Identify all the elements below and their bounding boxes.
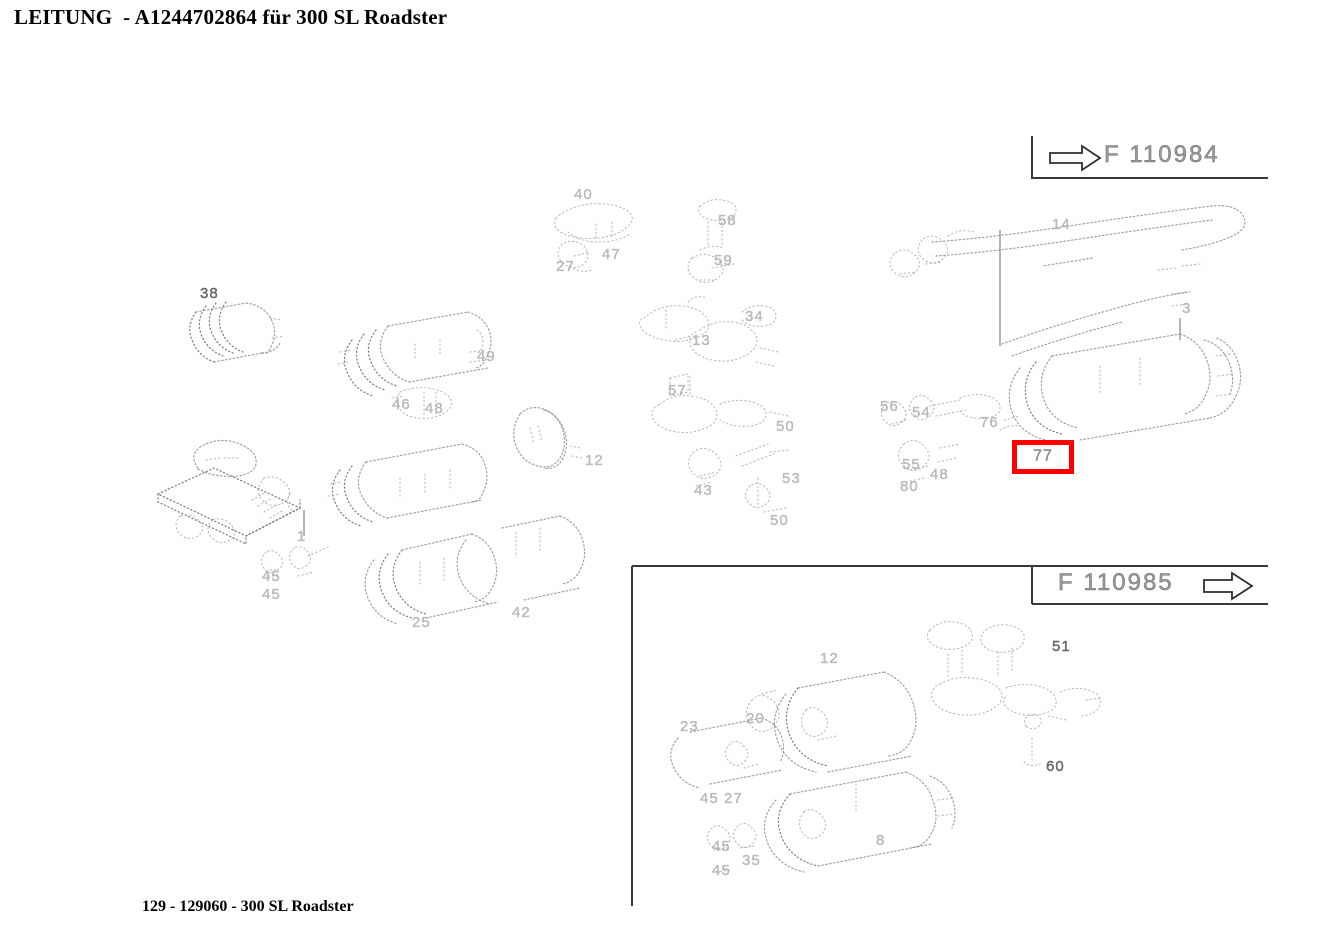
part-label[interactable]: 53 — [782, 470, 801, 487]
part-assembly-center-upper — [554, 203, 633, 272]
page-footer: 129 - 129060 - 300 SL Roadster — [142, 898, 354, 915]
part-assembly-lower-canister-upper — [670, 671, 917, 789]
callout-lower-text: F 110985 — [1058, 569, 1174, 597]
highlighted-part-77[interactable]: 77 — [1012, 440, 1074, 474]
part-label[interactable]: 14 — [1052, 216, 1071, 233]
part-label[interactable]: 42 — [512, 604, 531, 621]
part-label[interactable]: 60 — [1046, 758, 1065, 775]
part-label[interactable]: 47 — [602, 246, 621, 263]
part-assembly-left-flange — [156, 439, 305, 545]
part-assembly-left-bolts — [260, 545, 331, 577]
part-label[interactable]: 13 — [692, 332, 711, 349]
part-label[interactable]: 51 — [1052, 638, 1071, 655]
part-assembly-left-bottom-drum — [364, 515, 586, 625]
part-label[interactable]: 56 — [880, 398, 899, 415]
callout-frame-upper — [1031, 136, 1268, 179]
part-label[interactable]: 40 — [574, 186, 593, 203]
part-assembly-left-clamp — [391, 386, 452, 419]
arrow-right-icon-upper — [1049, 144, 1102, 172]
part-label[interactable]: 57 — [668, 382, 687, 399]
part-assembly-left-ring — [513, 407, 583, 469]
part-label[interactable]: 12 — [820, 650, 839, 667]
callout-upper-text: F 110984 — [1104, 141, 1220, 169]
part-assembly-center-small-hardware — [687, 443, 791, 513]
page-title: LEITUNG - A1244702864 für 300 SL Roadste… — [14, 5, 448, 29]
part-assembly-lower-bracket-right — [926, 621, 1103, 767]
part-label[interactable]: 3 — [1182, 300, 1192, 317]
part-label[interactable]: 76 — [980, 414, 999, 431]
part-label[interactable]: 23 — [680, 718, 699, 735]
part-assembly-lower-canister-lower — [706, 771, 956, 873]
part-label[interactable]: 45 — [262, 586, 281, 603]
part-assembly-right-silencer — [1008, 333, 1242, 441]
arrow-right-icon-lower — [1203, 571, 1254, 601]
part-label[interactable]: 45 — [262, 568, 281, 585]
part-assembly-right-pipes — [889, 205, 1246, 357]
part-label[interactable]: 50 — [776, 418, 795, 435]
part-label[interactable]: 48 — [425, 400, 444, 417]
part-label[interactable]: 45 — [700, 790, 719, 807]
part-assembly-center-bracket — [687, 199, 737, 284]
part-label[interactable]: 45 — [712, 838, 731, 855]
part-label[interactable]: 8 — [876, 832, 886, 849]
part-label[interactable]: 27 — [556, 258, 575, 275]
part-label[interactable]: 45 — [712, 862, 731, 879]
part-assembly-left-mid — [337, 311, 492, 397]
part-assembly-left-lower-canister — [327, 443, 488, 527]
part-label[interactable]: 1 — [297, 528, 307, 545]
part-label[interactable]: 12 — [585, 452, 604, 469]
part-label[interactable]: 35 — [742, 852, 761, 869]
part-label[interactable]: 43 — [694, 482, 713, 499]
part-label[interactable]: 49 — [477, 348, 496, 365]
part-label[interactable]: 50 — [770, 512, 789, 529]
part-label[interactable]: 55 — [902, 456, 921, 473]
part-label[interactable]: 48 — [930, 466, 949, 483]
part-label[interactable]: 46 — [392, 396, 411, 413]
part-assembly-left-upper — [189, 301, 285, 363]
part-label[interactable]: 25 — [412, 614, 431, 631]
part-assembly-center-flex-joint — [638, 296, 789, 434]
part-label[interactable]: 59 — [714, 252, 733, 269]
part-label[interactable]: 20 — [746, 710, 765, 727]
part-label[interactable]: 80 — [900, 478, 919, 495]
part-label[interactable]: 54 — [912, 404, 931, 421]
part-label[interactable]: 58 — [718, 212, 737, 229]
callout-frame-lower — [631, 565, 1268, 906]
part-assembly-right-hardware — [880, 393, 1021, 483]
part-label[interactable]: 34 — [745, 308, 764, 325]
part-label[interactable]: 27 — [724, 790, 743, 807]
highlighted-part-label: 77 — [1033, 447, 1053, 465]
part-label[interactable]: 38 — [200, 285, 219, 302]
